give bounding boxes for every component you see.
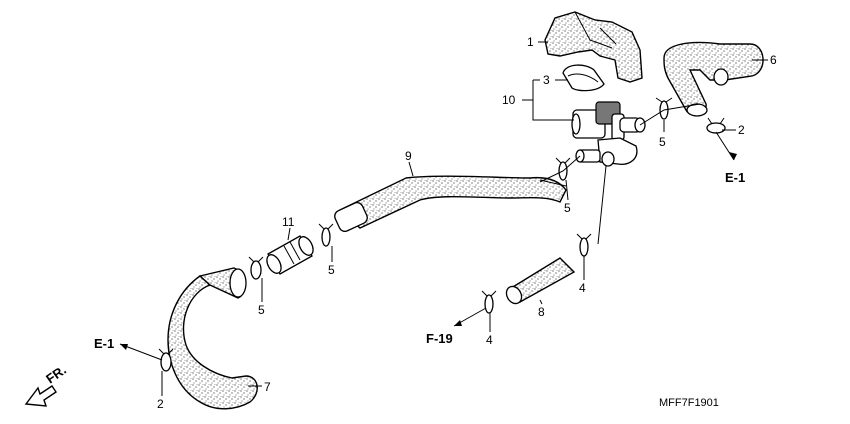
clip-5-upper-right [655, 97, 673, 120]
part-7-hose [167, 267, 258, 410]
clip-5-middle [555, 157, 571, 181]
callout-11: 11 [282, 215, 295, 229]
front-label: FR. [43, 362, 69, 386]
arrow-e1-left [119, 343, 163, 361]
leader-lines [161, 41, 768, 396]
callout-2-lower: 2 [157, 397, 164, 411]
clip-4-left [481, 290, 497, 314]
front-arrow-icon [24, 385, 57, 407]
callout-7: 7 [264, 380, 271, 394]
callout-9: 9 [405, 149, 412, 163]
callout-2-upper: 2 [738, 123, 745, 137]
callout-5-center: 5 [328, 263, 335, 277]
arrow-f19 [453, 307, 487, 327]
arrow-e1-right [715, 131, 737, 161]
clip-2-lower-left [158, 348, 174, 372]
callout-6: 6 [770, 53, 777, 67]
part-6-hose [663, 41, 764, 117]
clip-2-upper-right [706, 117, 726, 134]
ref-e1-right: E-1 [725, 170, 745, 185]
callout-5-middle: 5 [564, 201, 571, 215]
part-8-hose [505, 257, 576, 305]
callout-4-right: 4 [579, 281, 586, 295]
clip-4-right [576, 233, 592, 257]
callout-5-upper: 5 [659, 135, 666, 149]
callout-4-left: 4 [486, 333, 493, 347]
callout-1: 1 [527, 35, 534, 49]
ref-e1-left: E-1 [94, 336, 114, 351]
callout-3: 3 [543, 73, 550, 87]
part-1-cover [544, 11, 643, 83]
clip-5-center [318, 223, 334, 247]
ref-f19: F-19 [426, 331, 453, 346]
callout-10: 10 [502, 93, 516, 107]
part-9-hose [334, 175, 567, 232]
callout-8: 8 [538, 305, 545, 319]
callout-5-left: 5 [258, 303, 265, 317]
part-11-joint [266, 235, 314, 275]
clip-5-left [248, 256, 264, 280]
part-10-control-valve [571, 101, 646, 167]
diagram-code: MFF7F1901 [659, 397, 719, 409]
part-3-sleeve [562, 64, 605, 92]
